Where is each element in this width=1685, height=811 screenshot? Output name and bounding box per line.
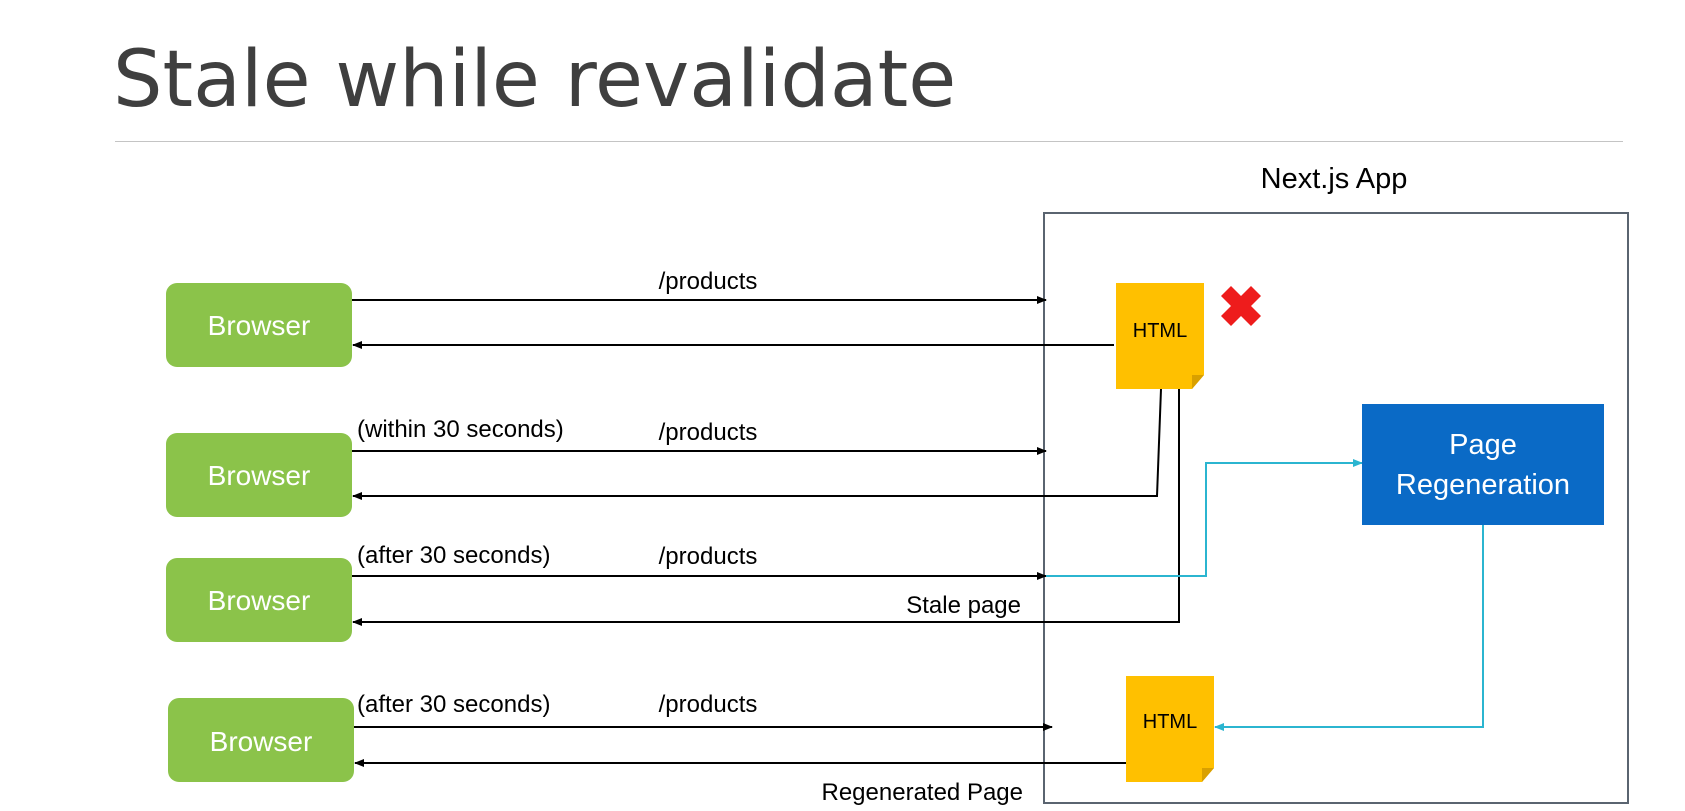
- request-label-4: /products: [659, 691, 758, 718]
- html-doc-label: HTML: [1133, 320, 1187, 342]
- regeneration-label-line1: Page: [1449, 429, 1517, 461]
- request-label-2: /products: [659, 419, 758, 446]
- timing-note-2: (within 30 seconds): [357, 416, 564, 443]
- browser-node-1: Browser: [166, 283, 352, 367]
- page-regeneration-node: Page Regeneration: [1362, 404, 1604, 525]
- response-arrow-3: [352, 389, 1180, 626]
- trigger-regeneration-arrow: [1046, 459, 1363, 577]
- regenerated-output-arrow: [1214, 525, 1484, 731]
- html-document-stale: HTML: [1116, 283, 1204, 389]
- slide-title: Stale while revalidate: [113, 35, 957, 125]
- response-arrow-2: [352, 388, 1162, 500]
- regeneration-label-line2: Regeneration: [1396, 469, 1570, 501]
- browser-label: Browser: [208, 310, 311, 341]
- app-label: Next.js App: [1261, 163, 1408, 195]
- timing-note-4: (after 30 seconds): [357, 691, 550, 718]
- response-label-4: Regenerated Page: [822, 779, 1024, 806]
- html-doc-label: HTML: [1143, 711, 1197, 733]
- html-document-regenerated: HTML: [1126, 676, 1214, 782]
- title-divider: [115, 141, 1623, 142]
- request-label-3: /products: [659, 543, 758, 570]
- browser-label: Browser: [208, 460, 311, 491]
- browser-label: Browser: [208, 585, 311, 616]
- nextjs-app-container: [1043, 212, 1629, 804]
- browser-node-4: Browser: [168, 698, 354, 782]
- browser-node-2: Browser: [166, 433, 352, 517]
- request-label-1: /products: [659, 268, 758, 295]
- invalidated-x-icon: [1221, 286, 1261, 326]
- browser-node-3: Browser: [166, 558, 352, 642]
- timing-note-3: (after 30 seconds): [357, 542, 550, 569]
- browser-label: Browser: [210, 726, 313, 757]
- response-label-3: Stale page: [906, 592, 1021, 619]
